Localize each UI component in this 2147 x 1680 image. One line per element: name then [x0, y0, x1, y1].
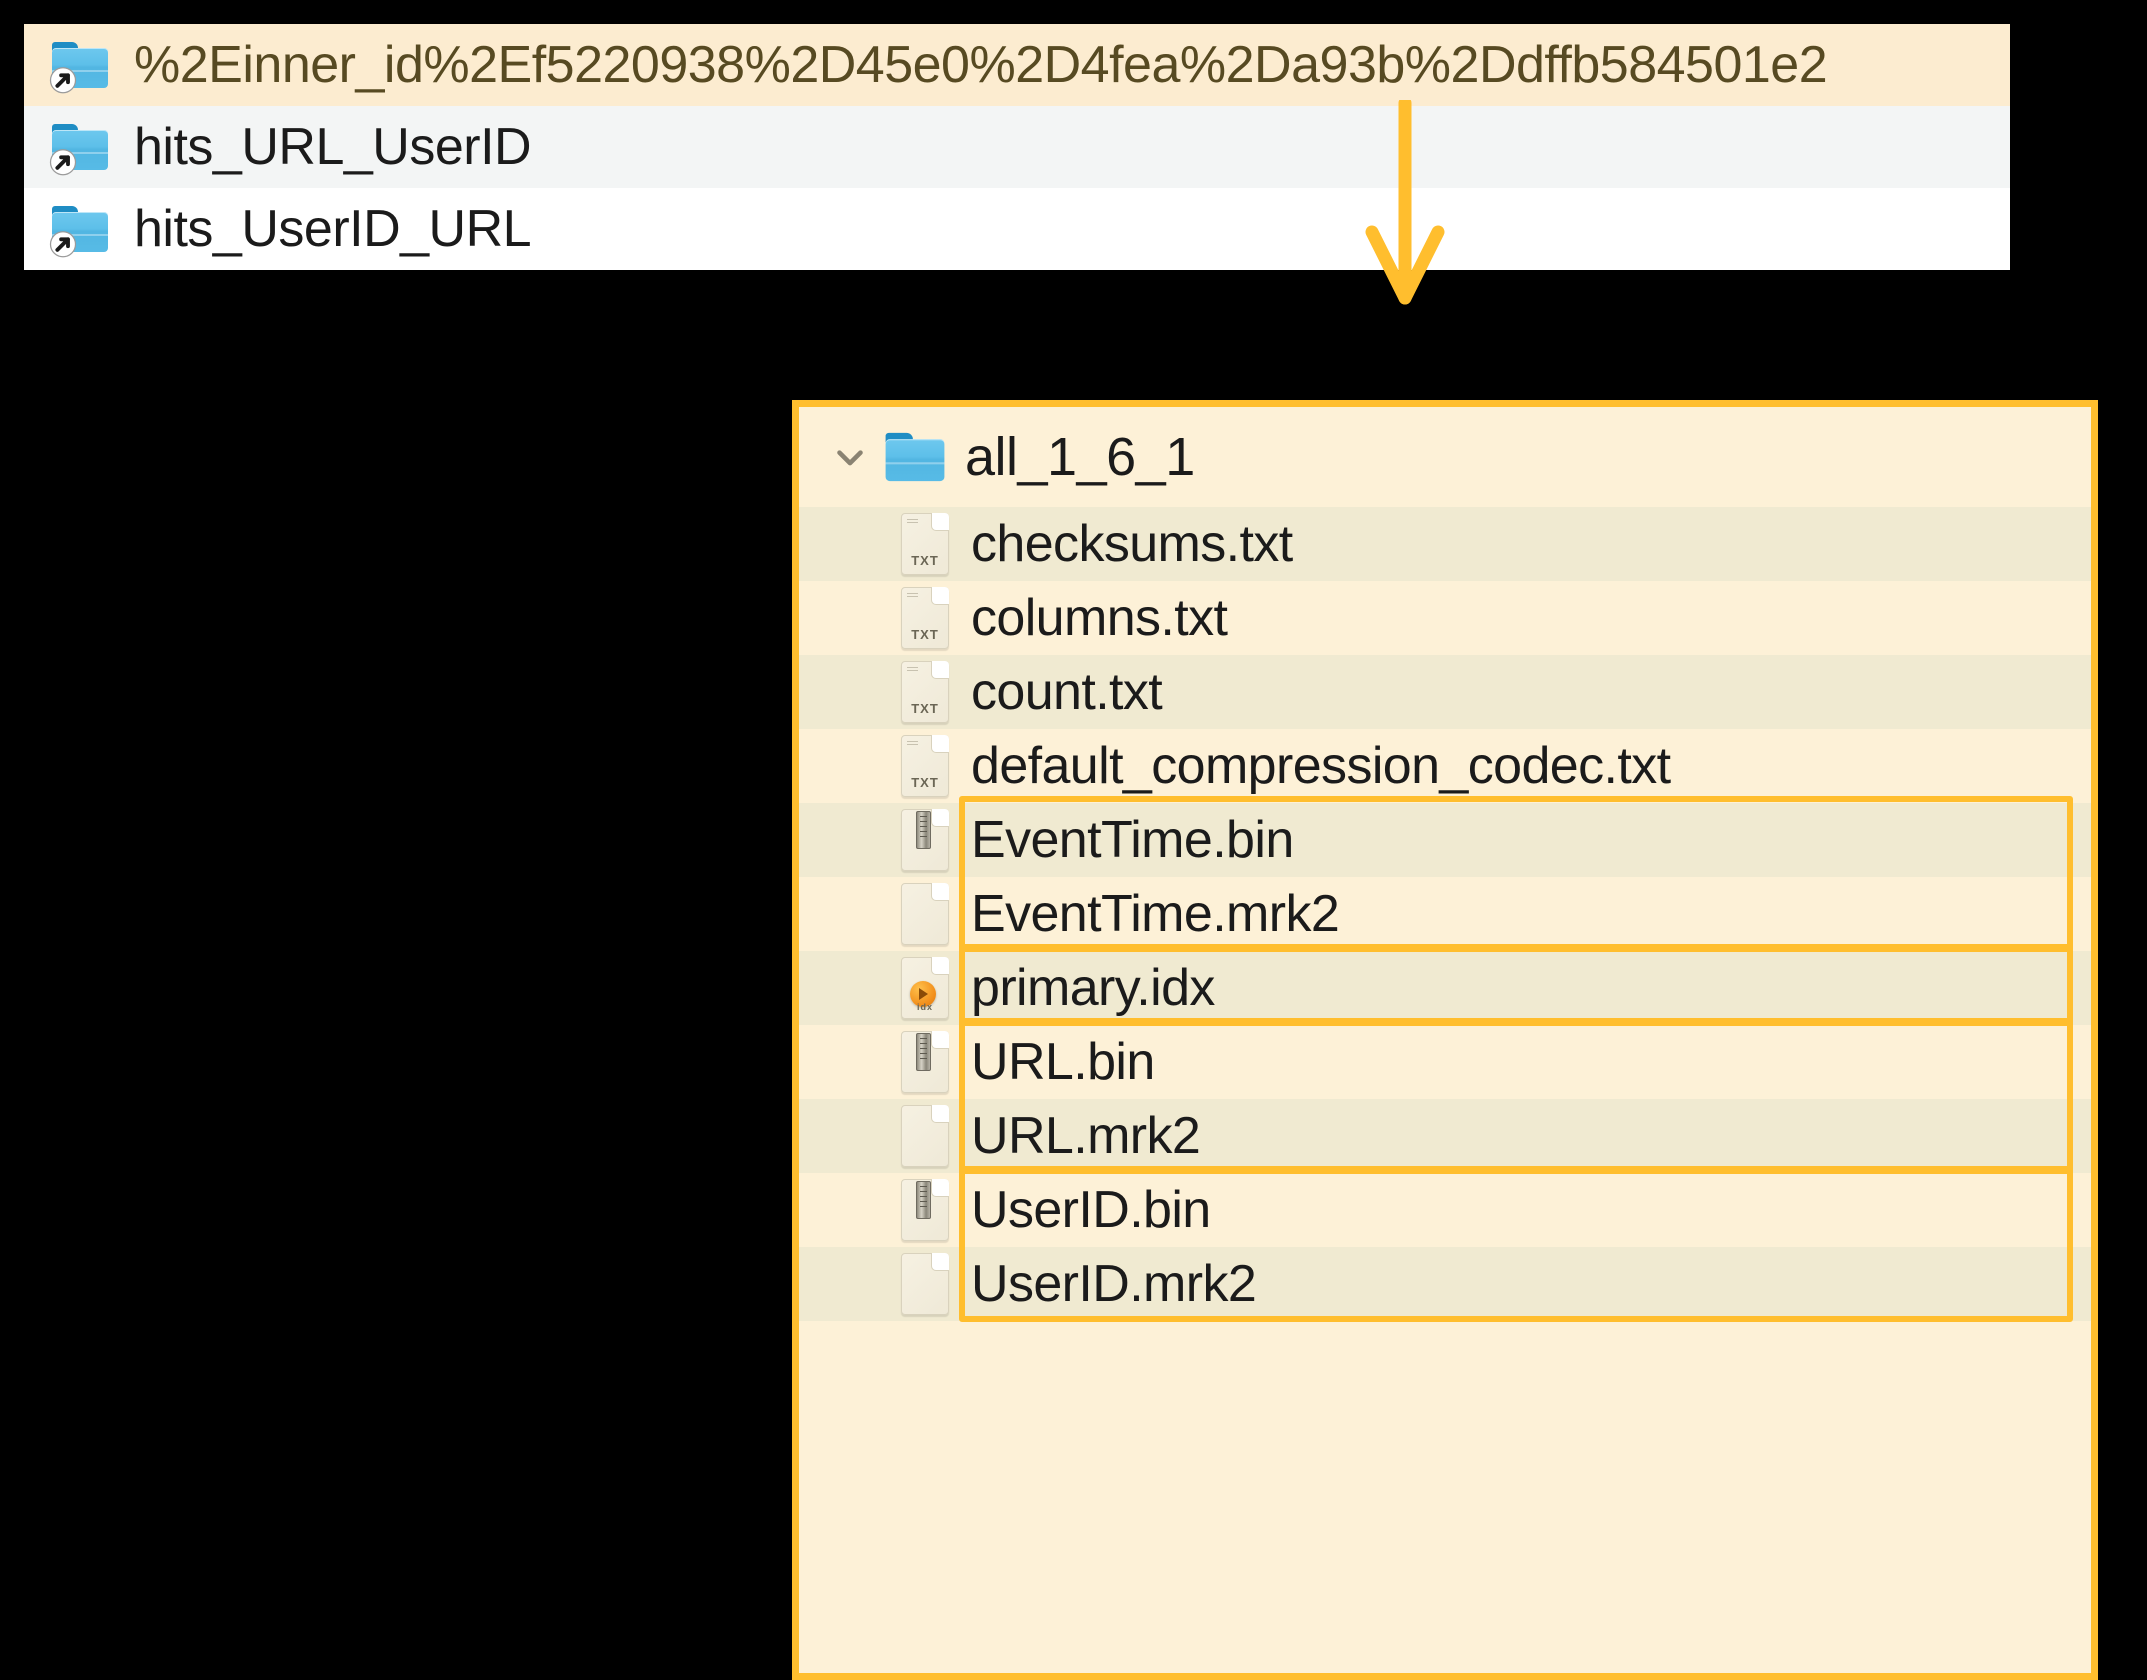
file-name-label: count.txt — [971, 663, 1163, 721]
symlink-folder-list[interactable]: %2Einner_id%2Ef5220938%2D45e0%2D4fea%2Da… — [24, 24, 2010, 270]
file-name-label: UserID.bin — [971, 1181, 1211, 1239]
idx-file-icon: idx — [901, 957, 949, 1019]
binary-file-icon — [901, 1031, 949, 1093]
file-list-item[interactable]: UserID.mrk2 — [799, 1247, 2091, 1321]
symlink-folder-icon — [49, 124, 108, 176]
folder-list-item[interactable]: hits_UserID_URL — [24, 188, 2010, 270]
txt-file-icon: TXT — [901, 513, 949, 575]
folder-list-item[interactable]: hits_URL_UserID — [24, 106, 2010, 188]
file-name-label: primary.idx — [971, 959, 1215, 1017]
symlink-folder-icon — [49, 206, 108, 258]
down-arrow-annotation — [1350, 96, 1470, 320]
file-name-label: UserID.mrk2 — [971, 1255, 1257, 1313]
file-list-item[interactable]: TXT columns.txt — [799, 581, 2091, 655]
file-name-label: URL.bin — [971, 1033, 1155, 1091]
file-name-label: checksums.txt — [971, 515, 1293, 573]
blank-file-icon — [901, 883, 949, 945]
txt-file-icon: TXT — [901, 735, 949, 797]
txt-file-icon: TXT — [901, 587, 949, 649]
arrow-svg — [1365, 96, 1445, 305]
binary-file-icon — [901, 1179, 949, 1241]
file-name-label: default_compression_codec.txt — [971, 737, 1671, 795]
file-list-item[interactable]: TXT default_compression_codec.txt — [799, 729, 2091, 803]
file-name-label: columns.txt — [971, 589, 1228, 647]
file-list-item[interactable]: TXT count.txt — [799, 655, 2091, 729]
blank-file-icon — [901, 1105, 949, 1167]
file-name-label: URL.mrk2 — [971, 1107, 1201, 1165]
folder-list-item[interactable]: %2Einner_id%2Ef5220938%2D45e0%2D4fea%2Da… — [24, 24, 2010, 106]
file-list-item[interactable]: URL.bin — [799, 1025, 2091, 1099]
file-name-label: EventTime.mrk2 — [971, 885, 1340, 943]
symlink-folder-icon — [49, 42, 108, 94]
blank-file-icon — [901, 1253, 949, 1315]
tree-header-label: all_1_6_1 — [965, 427, 1195, 487]
file-list-item[interactable]: idx primary.idx — [799, 951, 2091, 1025]
file-list-item[interactable]: URL.mrk2 — [799, 1099, 2091, 1173]
file-list-item[interactable]: UserID.bin — [799, 1173, 2091, 1247]
folder-list-item-label: %2Einner_id%2Ef5220938%2D45e0%2D4fea%2Da… — [134, 36, 1828, 94]
folder-icon — [885, 432, 945, 482]
file-list-item[interactable]: EventTime.mrk2 — [799, 877, 2091, 951]
file-list-item[interactable]: TXT checksums.txt — [799, 507, 2091, 581]
alias-arrow-icon — [49, 67, 77, 94]
folder-list-item-label: hits_UserID_URL — [134, 200, 532, 258]
txt-file-icon: TXT — [901, 661, 949, 723]
folder-list-item-label: hits_URL_UserID — [134, 118, 532, 176]
tree-header-row[interactable]: all_1_6_1 — [799, 407, 2091, 507]
chevron-down-icon[interactable] — [829, 436, 871, 478]
file-name-label: EventTime.bin — [971, 811, 1294, 869]
file-list-item[interactable]: EventTime.bin — [799, 803, 2091, 877]
binary-file-icon — [901, 809, 949, 871]
alias-arrow-icon — [49, 231, 77, 258]
alias-arrow-icon — [49, 149, 77, 176]
